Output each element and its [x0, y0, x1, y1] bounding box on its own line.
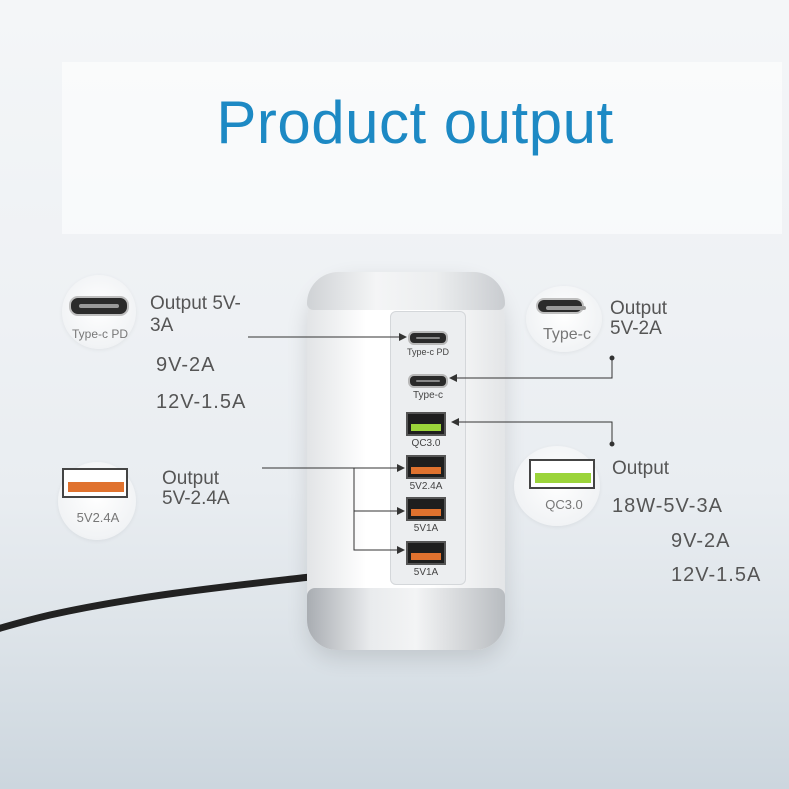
page-title: Product output — [216, 89, 614, 156]
typec-pd-spec-2: 12V-1.5A — [156, 391, 247, 413]
usb-24a-icon-tongue — [68, 482, 124, 492]
qc30-output-text: Output — [612, 458, 670, 479]
port-label-qc30: QC3.0 — [411, 438, 441, 449]
qc30-port-tongue — [411, 424, 441, 431]
qc30-port — [406, 412, 446, 436]
usb-1a-port-1 — [406, 497, 446, 521]
port-label-typec-pd: Type-c PD — [406, 347, 449, 357]
typec-port — [408, 374, 448, 388]
usb-24a-port-tongue — [411, 467, 441, 474]
port-label-usb-1a-2: 5V1A — [413, 567, 439, 578]
usb-1a-port-2-tongue — [411, 553, 441, 560]
usb-24a-icon — [62, 468, 128, 498]
qc30-icon-label: QC3.0 — [545, 497, 583, 512]
typec-icon — [536, 298, 586, 314]
qc30-icon-tongue — [535, 473, 591, 483]
title-band — [62, 62, 782, 234]
typec-output-text: Output 5V-2A — [610, 298, 668, 339]
qc30-spec-1: 18W-5V-3A — [612, 495, 723, 517]
qc30-icon — [529, 459, 595, 489]
typec-pd-port — [408, 331, 448, 345]
typec-pd-output-text: Output 5V-3A — [150, 293, 241, 336]
port-label-usb-1a-1: 5V1A — [413, 523, 439, 534]
usb-24a-port — [406, 455, 446, 479]
charger-base — [307, 588, 505, 650]
charging-cable — [0, 573, 314, 632]
usb-24a-icon-label: 5V2.4A — [76, 510, 120, 525]
qc30-spec-2: 9V-2A — [671, 530, 731, 552]
qc30-spec-3: 12V-1.5A — [671, 564, 762, 586]
usb-1a-port-2 — [406, 541, 446, 565]
typec-pd-spec-1: 9V-2A — [156, 354, 216, 376]
port-label-typec: Type-c — [412, 390, 443, 401]
typec-pd-icon — [69, 296, 129, 316]
typec-icon-label: Type-c — [542, 326, 591, 343]
charger-top-cap — [307, 272, 505, 310]
usb-24a-output-text: Output 5V-2.4A — [162, 468, 230, 509]
typec-pd-icon-label: Type-c PD — [71, 327, 128, 341]
usb-1a-port-1-tongue — [411, 509, 441, 516]
port-label-usb-24a: 5V2.4A — [409, 481, 443, 492]
port-panel — [390, 311, 466, 585]
typec-icon-circle — [526, 286, 602, 352]
